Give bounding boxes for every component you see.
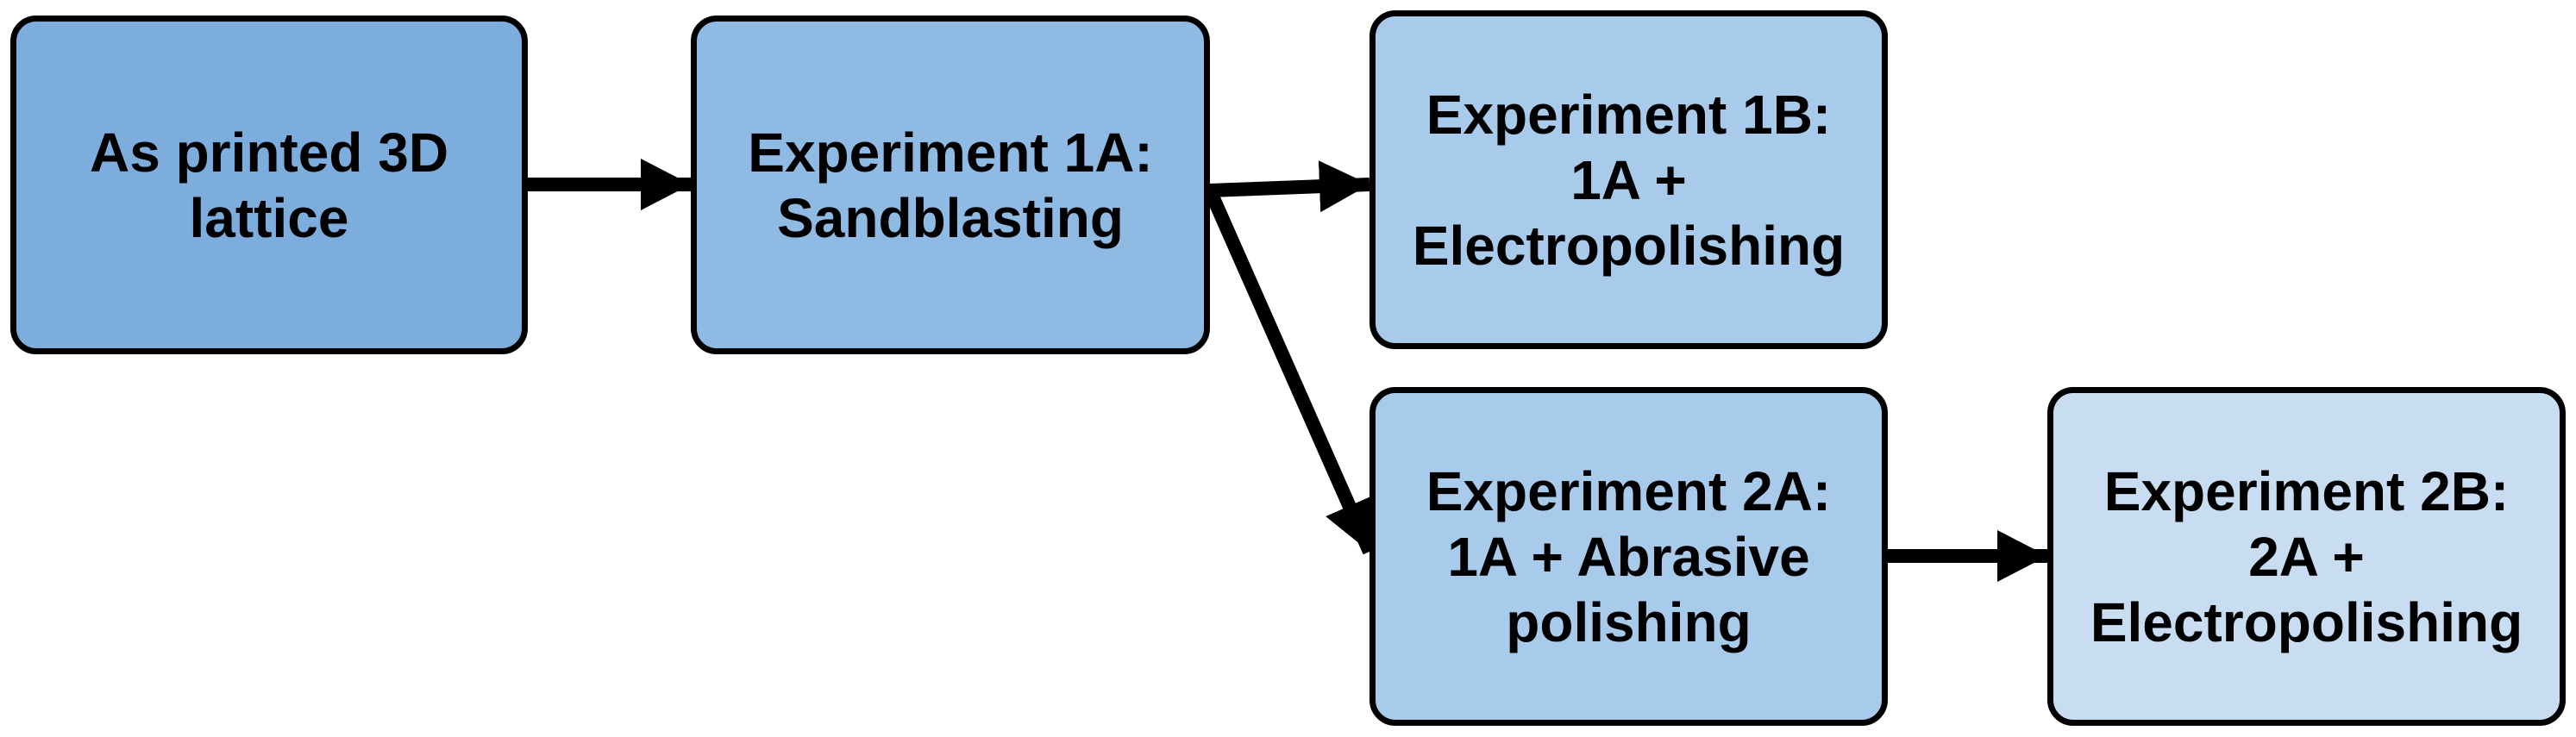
node-experiment-2a: Experiment 2A: 1A + Abrasive polishing (1369, 387, 1888, 726)
node-label-line: Experiment 1A: (748, 121, 1153, 184)
node-label-line: polishing (1506, 590, 1752, 653)
node-label-line: 2A + (2248, 525, 2365, 588)
node-label-line: Electropolishing (1412, 214, 1846, 277)
node-label-line: Electropolishing (2090, 590, 2523, 653)
node-label-line: Experiment 2B: (2103, 459, 2510, 522)
node-label-line: lattice (189, 186, 349, 249)
node-label-line: Experiment 2A: (1426, 459, 1832, 522)
arrow-1a-to-1b (1209, 160, 1370, 213)
node-experiment-2b: Experiment 2B: 2A + Electropolishing (2047, 387, 2566, 726)
node-label-line: As printed 3D (89, 121, 449, 184)
arrow-1a-to-2a (1203, 187, 1376, 555)
node-experiment-1a: Experiment 1A: Sandblasting (691, 16, 1210, 354)
node-label-line: 1A + (1570, 148, 1687, 211)
node-label-line: 1A + Abrasive (1447, 525, 1810, 588)
node-label-line: Sandblasting (777, 186, 1124, 249)
node-experiment-1b: Experiment 1B: 1A + Electropolishing (1369, 10, 1888, 349)
node-as-printed-lattice: As printed 3D lattice (10, 16, 528, 354)
node-label-line: Experiment 1B: (1426, 83, 1832, 146)
